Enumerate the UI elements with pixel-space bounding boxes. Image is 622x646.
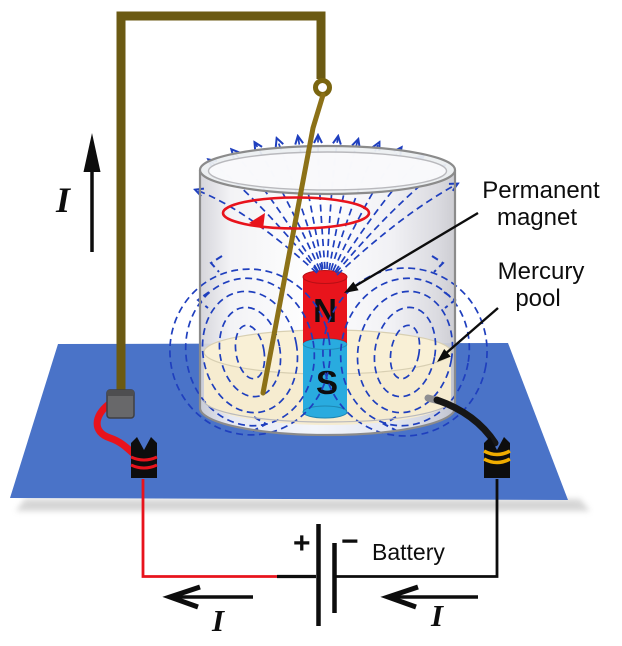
permanent-magnet: N S bbox=[302, 270, 348, 419]
permanent-magnet-pointer-line bbox=[351, 211, 479, 290]
battery-label: Battery bbox=[372, 539, 445, 565]
left-terminal-top bbox=[107, 390, 134, 396]
field-loops-left bbox=[169, 268, 331, 436]
battery: + − Battery bbox=[293, 524, 445, 626]
left-connector bbox=[130, 437, 158, 478]
black-jumper-wire bbox=[433, 396, 499, 447]
mercury-pool-label-line2: pool bbox=[515, 285, 560, 312]
pivot-ring bbox=[313, 78, 332, 97]
red-jumper-wire bbox=[93, 400, 140, 460]
mercury-pool-pointer-head bbox=[437, 349, 451, 362]
current-arrow-bottom-right: I bbox=[380, 584, 478, 633]
magnet-top-cap bbox=[302, 270, 348, 284]
permanent-magnet-pointer-head bbox=[344, 281, 359, 293]
annotation-mercury-pool: Mercury pool bbox=[437, 258, 584, 362]
battery-minus-sign: − bbox=[341, 525, 359, 558]
current-label-bottom-right: I bbox=[430, 598, 444, 633]
current-arrow-bottom-left: I bbox=[162, 584, 253, 638]
permanent-magnet-label-line2: magnet bbox=[497, 204, 577, 231]
stand bbox=[116, 11, 326, 393]
field-loops-right bbox=[322, 267, 488, 437]
black-circuit-wire bbox=[336, 479, 499, 578]
annotation-permanent-magnet: Permanent magnet bbox=[344, 177, 600, 293]
magnet-north-label: N bbox=[313, 292, 337, 329]
beaker-outline bbox=[198, 144, 457, 437]
permanent-magnet-label-line1: Permanent bbox=[482, 177, 600, 204]
current-arrow-left-vertical: I bbox=[55, 133, 101, 252]
battery-plus-sign: + bbox=[293, 527, 311, 560]
current-label-left-vertical: I bbox=[55, 180, 72, 220]
current-label-bottom-left: I bbox=[211, 603, 225, 638]
red-circuit-wire bbox=[141, 479, 277, 578]
magnet-south-label: S bbox=[316, 364, 338, 401]
right-connector bbox=[483, 437, 511, 478]
beaker-rim-inner bbox=[207, 151, 448, 191]
platform-shadow bbox=[16, 499, 590, 511]
mercury-pool-pointer-line bbox=[443, 307, 499, 356]
magnet-south-pole bbox=[303, 343, 347, 412]
rotation-arrow bbox=[221, 196, 371, 230]
mercury-pool-label-line1: Mercury bbox=[498, 258, 585, 285]
magnet-bottom-cap bbox=[302, 405, 348, 419]
rotating-wire bbox=[260, 92, 326, 396]
